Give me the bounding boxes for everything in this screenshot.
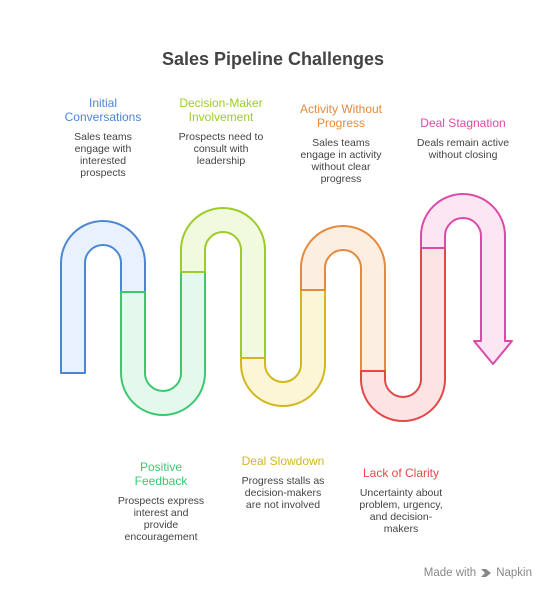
step-deal-slowdown: Deal Slowdown Progress stalls as decisio… (223, 454, 343, 511)
step-activity-without-progress: Activity Without Progress Sales teams en… (286, 102, 396, 185)
step-lack-of-clarity: Lack of Clarity Uncertainty about proble… (341, 466, 461, 535)
step-positive-feedback: Positive Feedback Prospects express inte… (101, 460, 221, 543)
footer-brand: Napkin (496, 567, 532, 579)
segment-activity-without-progress (300, 225, 386, 372)
step-title: Activity Without Progress (299, 102, 383, 130)
made-with-napkin[interactable]: Made with Napkin (424, 567, 532, 579)
step-description: Prospects need to consult with leadershi… (178, 131, 264, 167)
segment-decision-maker-involvement (180, 207, 266, 359)
step-description: Sales teams engage with interested prosp… (74, 131, 132, 179)
footer-prefix: Made with (423, 567, 477, 579)
step-description: Progress stalls as decision-makers are n… (241, 475, 325, 511)
segment-lack-of-clarity (360, 247, 446, 422)
segment-deal-slowdown (240, 289, 326, 407)
segment-deal-stagnation (420, 193, 513, 365)
step-title: Lack of Clarity (362, 466, 440, 480)
step-description: Sales teams engage in activity without c… (300, 137, 382, 185)
step-title: Positive Feedback (134, 460, 188, 488)
step-decision-maker-involvement: Decision-Maker Involvement Prospects nee… (166, 96, 276, 167)
step-title: Initial Conversations (64, 96, 142, 124)
step-title: Deal Slowdown (241, 454, 325, 468)
step-title: Decision-Maker Involvement (179, 96, 263, 124)
step-description: Uncertainty about problem, urgency, and … (359, 487, 443, 535)
step-title: Deal Stagnation (420, 116, 506, 130)
step-description: Prospects express interest and provide e… (117, 495, 205, 543)
step-deal-stagnation: Deal Stagnation Deals remain active with… (403, 116, 523, 161)
napkin-logo-icon (481, 569, 492, 577)
step-initial-conversations: Initial Conversations Sales teams engage… (53, 96, 153, 179)
segment-positive-feedback (120, 271, 206, 416)
segment-initial-conversations (60, 220, 146, 374)
step-description: Deals remain active without closing (416, 137, 510, 161)
diagram-title: Sales Pipeline Challenges (161, 49, 385, 69)
